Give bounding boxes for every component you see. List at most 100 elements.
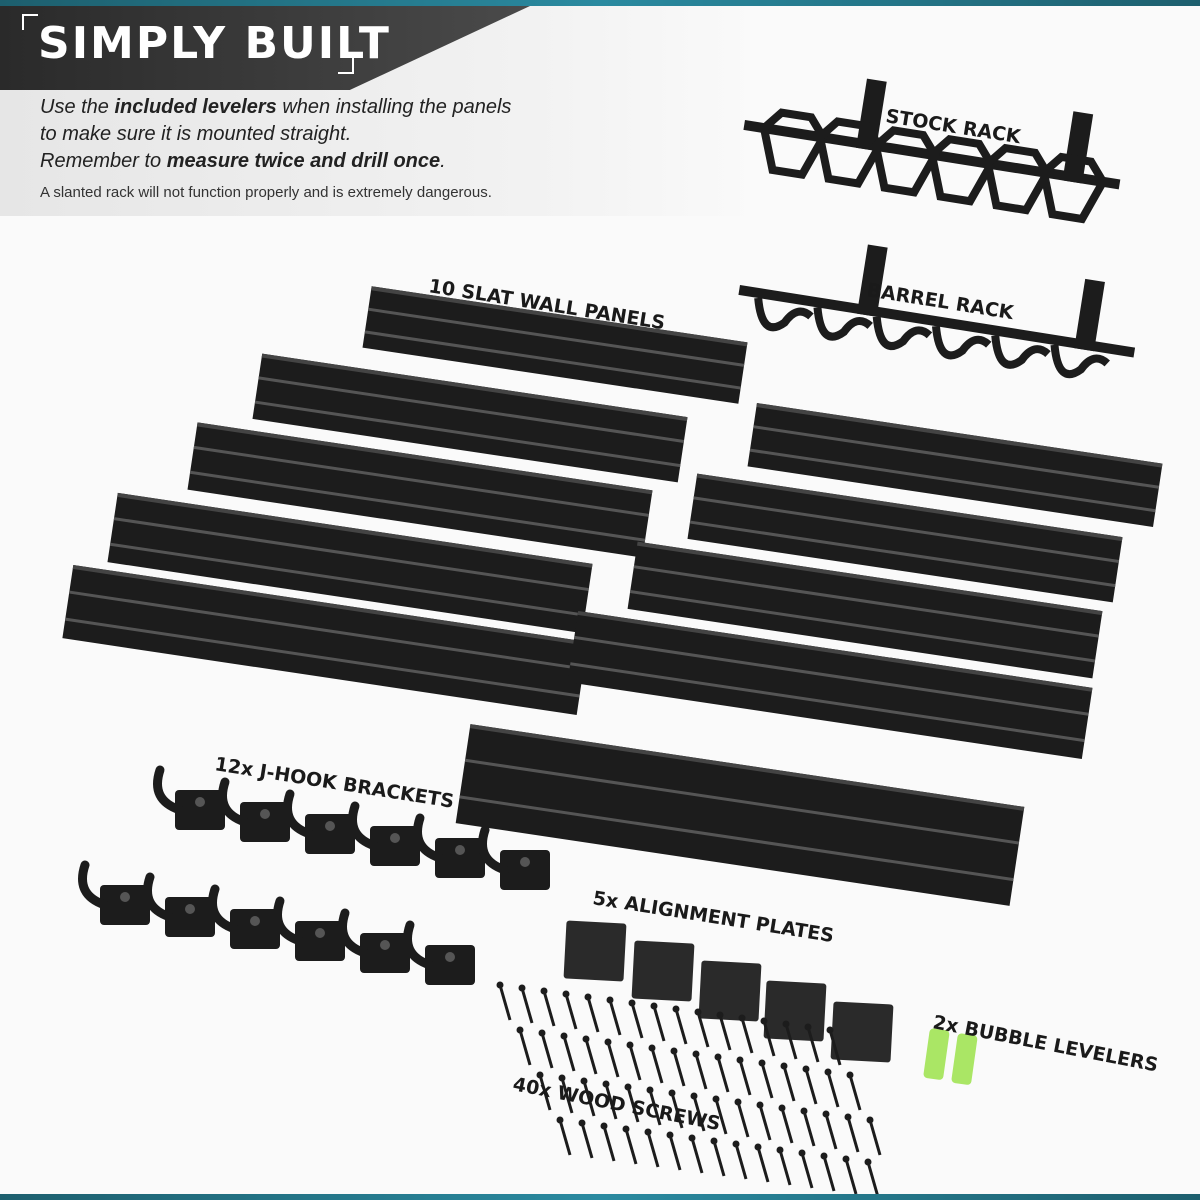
wood-screw [760, 1062, 774, 1099]
wood-screw [672, 1050, 686, 1087]
warning-text: A slanted rack will not function properl… [40, 184, 492, 201]
screw-head [540, 987, 548, 995]
panel-edge [756, 403, 1163, 468]
screw-head [712, 1095, 720, 1103]
j-hook [273, 896, 345, 961]
wood-screw [674, 1008, 688, 1045]
screw-head [496, 981, 504, 989]
wood-screw [604, 1083, 618, 1120]
screw-head [606, 996, 614, 1004]
wood-screw [626, 1086, 640, 1123]
wood-screw [866, 1161, 880, 1198]
wood-screw [756, 1146, 770, 1183]
screw-head [536, 1071, 544, 1079]
wood-screw [696, 1011, 710, 1048]
screw-head [580, 1077, 588, 1085]
screw-head [556, 1116, 564, 1124]
hook-bolt [260, 809, 270, 819]
wood-screw [826, 1071, 840, 1108]
screw-head [584, 993, 592, 1001]
screw-head [518, 984, 526, 992]
panel-groove [368, 307, 745, 367]
alignment-plates [563, 920, 894, 1063]
panel-groove [749, 448, 1156, 513]
rack-bar [738, 285, 1136, 358]
j-hook [208, 884, 280, 949]
screw-head [800, 1107, 808, 1115]
screw-head [560, 1032, 568, 1040]
wood-screw [650, 1047, 664, 1084]
hook-arm [273, 896, 305, 946]
wood-screw [560, 1077, 574, 1114]
screw-head [644, 1128, 652, 1136]
slat-panel [455, 724, 1025, 906]
screw-head [804, 1023, 812, 1031]
j-hook [143, 872, 215, 937]
racks [738, 78, 1136, 379]
stock-cradle [759, 108, 828, 179]
wood-screw [602, 1125, 616, 1162]
slat-panel [627, 541, 1103, 679]
screw-head [758, 1059, 766, 1067]
wood-screw [586, 996, 600, 1033]
screw-head [824, 1068, 832, 1076]
screw-head [714, 1053, 722, 1061]
wood-screw [670, 1092, 684, 1129]
screw-head [780, 1062, 788, 1070]
hook-bolt [445, 952, 455, 962]
j-hook [218, 777, 290, 842]
hook-bolt [120, 892, 130, 902]
panel-groove [364, 330, 741, 390]
rack-mount [856, 78, 887, 151]
screw-head [716, 1011, 724, 1019]
j-hook [153, 765, 225, 830]
hook-bracket [305, 814, 355, 854]
hook-bolt [520, 857, 530, 867]
bracket-corner [22, 14, 38, 30]
panel-groove [109, 542, 586, 617]
alignment-plate [830, 1001, 894, 1063]
panel-groove [459, 795, 1014, 882]
screw-head [710, 1137, 718, 1145]
screw-head [822, 1110, 830, 1118]
hook-arm [348, 801, 380, 851]
wood-screw [648, 1089, 662, 1126]
hook-bolt [315, 928, 325, 938]
alignment-plate [698, 960, 762, 1022]
panel-groove [69, 590, 584, 671]
hook-bracket [370, 826, 420, 866]
wood-screw [828, 1029, 842, 1066]
stock-cradle [983, 143, 1052, 215]
wood-screw [558, 1119, 572, 1156]
screw-head [622, 1125, 630, 1133]
screw-head [842, 1155, 850, 1163]
screw-head [668, 1089, 676, 1097]
wood-screw [624, 1128, 638, 1165]
slat-panel [107, 492, 593, 634]
panel-edge [196, 422, 653, 495]
barrel-cradle [991, 335, 1051, 369]
wood-screw [690, 1137, 704, 1174]
hook-bolt [185, 904, 195, 914]
screw-head [754, 1143, 762, 1151]
wood-screw [846, 1116, 860, 1153]
screw-head [628, 999, 636, 1007]
j-hook [413, 813, 485, 878]
panel-groove [633, 565, 1099, 638]
panel-groove [753, 425, 1160, 489]
screw-head [600, 1122, 608, 1130]
hook-bracket [435, 838, 485, 878]
hook-arm [478, 825, 510, 875]
wood-screw [736, 1101, 750, 1138]
barrel-cradle [931, 325, 992, 360]
slat-panel [252, 353, 688, 483]
bracket-corner [338, 58, 354, 74]
hook-bracket [500, 850, 550, 890]
wood-screw [628, 1044, 642, 1081]
wood-screw [542, 990, 556, 1027]
slat-panel [687, 473, 1123, 603]
bubble-leveler [951, 1033, 978, 1085]
intro-text: Use the included levelers when installin… [40, 96, 512, 172]
screw-head [738, 1014, 746, 1022]
